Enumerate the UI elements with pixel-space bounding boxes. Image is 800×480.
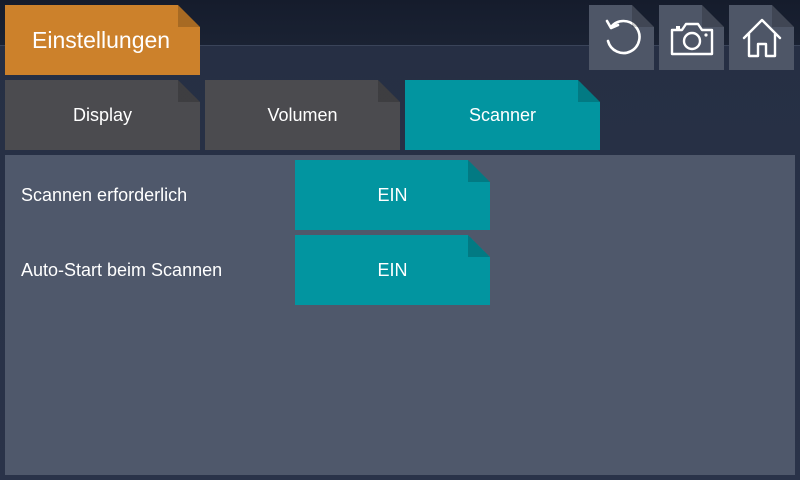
tab-volumen[interactable]: Volumen [205,80,400,150]
scan-required-toggle[interactable]: EIN [295,160,490,230]
auto-start-toggle[interactable]: EIN [295,235,490,305]
header-divider [0,45,800,46]
refresh-icon [602,17,642,59]
refresh-button[interactable] [589,5,654,70]
auto-start-label: Auto-Start beim Scannen [21,260,223,280]
home-icon [740,16,784,60]
tab-scanner[interactable]: Scanner [405,80,600,150]
home-button[interactable] [729,5,794,70]
camera-icon [669,18,715,58]
page-title: Einstellungen [5,5,200,75]
camera-button[interactable] [659,5,724,70]
tab-display[interactable]: Display [5,80,200,150]
scan-required-label: Scannen erforderlich [21,185,188,205]
